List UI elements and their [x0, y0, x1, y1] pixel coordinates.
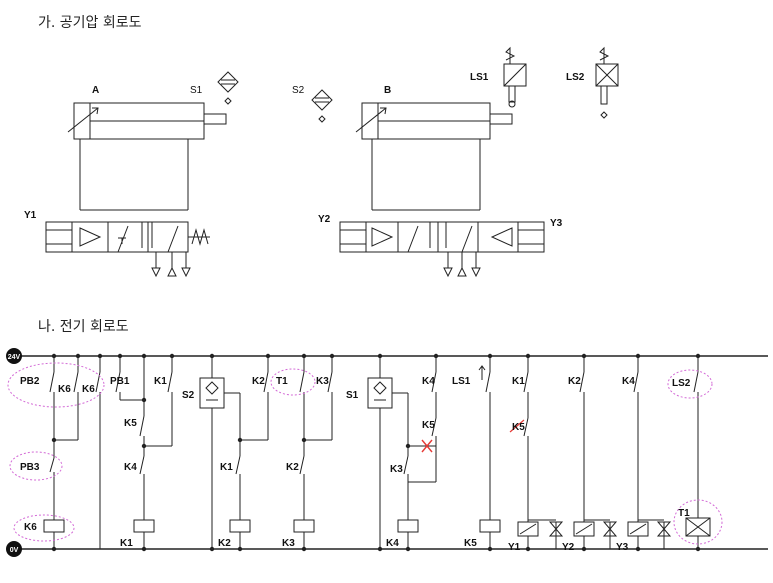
contact-pb2-label: PB2	[20, 376, 40, 387]
rail-24v-badge: 24V	[6, 348, 22, 364]
rung-k5: LS1 K5	[452, 353, 501, 552]
sensor-s1: S1	[190, 71, 239, 105]
rung-k3: T1 K3 K2 K3	[270, 353, 335, 552]
limit-switch-ls2: LS2	[566, 46, 619, 119]
contact-k2b-label: K2	[286, 462, 299, 473]
pneumatic-circuit: A S1 S2 B	[24, 46, 619, 278]
rung-k2: S2 K2 K1 K2	[182, 353, 271, 552]
rung-t1: LS2 T1	[667, 353, 723, 552]
contact-ls1-label: LS1	[452, 376, 471, 387]
electric-heading: 나. 전기 회로도	[38, 319, 129, 335]
contact-pb1-label: PB1	[110, 376, 130, 387]
contact-k1a-label: K1	[154, 376, 167, 387]
sensor-s2-label: S2	[292, 85, 305, 96]
coil-k4-label: K4	[386, 538, 399, 549]
contact-k2a-label: K2	[252, 376, 265, 387]
contact-pb3-label: PB3	[20, 462, 40, 473]
coil-k6-label: K6	[24, 522, 37, 533]
rail-24v-label: 24V	[8, 354, 21, 361]
contact-k1b-label: K1	[220, 462, 233, 473]
contact-t1-label: T1	[276, 376, 288, 387]
coil-k2-label: K2	[218, 538, 231, 549]
contact-k5b-label: K5	[422, 420, 435, 431]
sensor-s2: S2	[292, 85, 333, 123]
contact-k1c-label: K1	[512, 376, 525, 387]
contact-k6b-label: K6	[82, 384, 95, 395]
contact-k3b-label: K3	[390, 464, 403, 475]
ls1-label: LS1	[470, 72, 489, 83]
contact-k6a-label: K6	[58, 384, 71, 395]
contact-k2c-label: K2	[568, 376, 581, 387]
coil-k3-label: K3	[282, 538, 295, 549]
contact-k4c-label: K4	[622, 376, 635, 387]
valve-y2-label: Y2	[318, 214, 331, 225]
contact-s1-label: S1	[346, 390, 359, 401]
electric-circuit: 24V 0V PB2 K6	[6, 348, 768, 557]
coil-y3-label: Y3	[616, 542, 629, 553]
cylinder-b-label: B	[384, 85, 391, 96]
coil-k5-label: K5	[464, 538, 477, 549]
valve-y1-label: Y1	[24, 210, 37, 221]
contact-k3a-label: K3	[316, 376, 329, 387]
cylinder-a: A	[67, 85, 227, 211]
contact-k4b-label: K4	[422, 376, 435, 387]
contact-k5a-label: K5	[124, 418, 137, 429]
contact-k5c-label: K5	[512, 422, 525, 433]
limit-switch-ls1: LS1	[470, 46, 527, 108]
cylinder-b: B	[355, 85, 513, 211]
contact-s2-label: S2	[182, 390, 195, 401]
contact-ls2-label: LS2	[672, 378, 691, 389]
rung-k4: S1 K4 K5 K3 K4	[346, 353, 439, 552]
valve-y2-y3: Y2 Y3	[318, 214, 563, 278]
rail-0v-label: 0V	[10, 547, 19, 554]
coil-t1-label: T1	[678, 508, 690, 519]
sensor-s1-label: S1	[190, 85, 203, 96]
coil-y1-label: Y1	[508, 542, 521, 553]
rail-0v-badge: 0V	[6, 541, 22, 557]
valve-y3-label: Y3	[550, 218, 563, 229]
contact-k4a-label: K4	[124, 462, 137, 473]
cylinder-a-label: A	[92, 85, 99, 96]
coil-k1-label: K1	[120, 538, 133, 549]
rung-y3: K4 Y3	[616, 353, 672, 553]
ls2-label: LS2	[566, 72, 585, 83]
valve-y1: Y1	[24, 210, 210, 278]
pneumatic-heading: 가. 공기압 회로도	[38, 15, 142, 31]
rung-k6: PB2 K6 K6 PB3 K6	[7, 353, 105, 552]
rung-k1: PB1 K1 K5 K4 K1	[110, 353, 175, 552]
coil-y2-label: Y2	[562, 542, 575, 553]
rung-y1: K1 K5 Y1	[508, 353, 564, 553]
rung-y2: K2 Y2	[562, 353, 618, 553]
